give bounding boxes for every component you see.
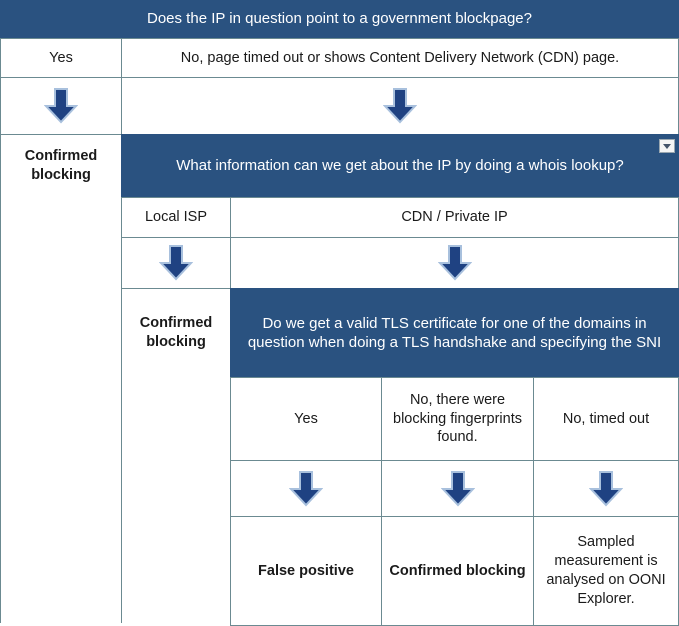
down-arrow-icon (589, 470, 623, 507)
level3-question-bar: Do we get a valid TLS certificate for on… (230, 288, 679, 378)
level2-arrow-local-isp-cell (121, 237, 231, 289)
level1-question-bar: Does the IP in question point to a gover… (0, 0, 679, 38)
down-arrow-icon (383, 88, 417, 124)
level3-outcome-sampled-measurement: Sampled measurement is analysed on OONI … (533, 516, 679, 626)
level3-answer-2-label: No, timed out (562, 410, 650, 427)
down-arrow-icon (437, 245, 472, 281)
level1-left-spacer-column (0, 197, 122, 623)
level3-arrow-yes-cell (230, 460, 382, 517)
level1-arrow-no-cell (121, 77, 679, 135)
level1-arrow-yes-cell (0, 77, 122, 135)
level1-answer-yes-cell[interactable]: Yes (0, 38, 122, 78)
down-arrow-icon (159, 245, 193, 281)
level3-outcome-false-positive: False positive (230, 516, 382, 626)
level2-left-spacer-column (121, 377, 231, 623)
level2-answer-local-isp-label: Local ISP (144, 209, 208, 226)
level3-outcome-confirmed-blocking: Confirmed blocking (381, 516, 534, 626)
level2-answer-local-isp-cell[interactable]: Local ISP (121, 197, 231, 238)
level1-answer-no-label: No, page timed out or shows Content Deli… (180, 49, 620, 66)
level2-outcome-label: Confirmed blocking (139, 315, 213, 350)
level3-answer-yes-cell[interactable]: Yes (230, 377, 382, 461)
level3-outcome-2-label: Sampled measurement is analysed on OONI … (546, 534, 666, 607)
level1-outcome-label: Confirmed blocking (24, 148, 98, 183)
level1-question-text: Does the IP in question point to a gover… (147, 10, 532, 28)
level2-question-text: What information can we get about the IP… (176, 157, 624, 175)
level3-answer-0-label: Yes (294, 410, 318, 427)
down-arrow-icon (289, 470, 323, 507)
level1-answer-yes-label: Yes (49, 49, 73, 66)
level3-question-text: Do we get a valid TLS certificate for on… (247, 314, 662, 352)
chevron-down-glyph (663, 143, 671, 149)
level3-arrow-timed-out-cell (533, 460, 679, 517)
level2-outcome-confirmed-blocking: Confirmed blocking (121, 288, 231, 378)
level3-arrow-fingerprints-cell (381, 460, 534, 517)
chevron-down-icon[interactable] (659, 139, 675, 153)
level1-outcome-confirmed-blocking: Confirmed blocking (0, 134, 122, 198)
level3-answer-fingerprints-cell[interactable]: No, there were blocking fingerprints fou… (381, 377, 534, 461)
level3-outcome-1-label: Confirmed blocking (389, 562, 526, 579)
down-arrow-icon (440, 470, 475, 507)
level3-outcome-0-label: False positive (258, 562, 354, 579)
level2-answer-cdn-cell[interactable]: CDN / Private IP (230, 197, 679, 238)
down-arrow-icon (44, 88, 78, 124)
level3-answer-1-label: No, there were blocking fingerprints fou… (393, 391, 522, 446)
level2-answer-cdn-label: CDN / Private IP (401, 209, 508, 226)
level1-answer-no-cell[interactable]: No, page timed out or shows Content Deli… (121, 38, 679, 78)
level2-arrow-cdn-cell (230, 237, 679, 289)
level3-answer-timed-out-cell[interactable]: No, timed out (533, 377, 679, 461)
level2-question-bar: What information can we get about the IP… (121, 134, 679, 198)
